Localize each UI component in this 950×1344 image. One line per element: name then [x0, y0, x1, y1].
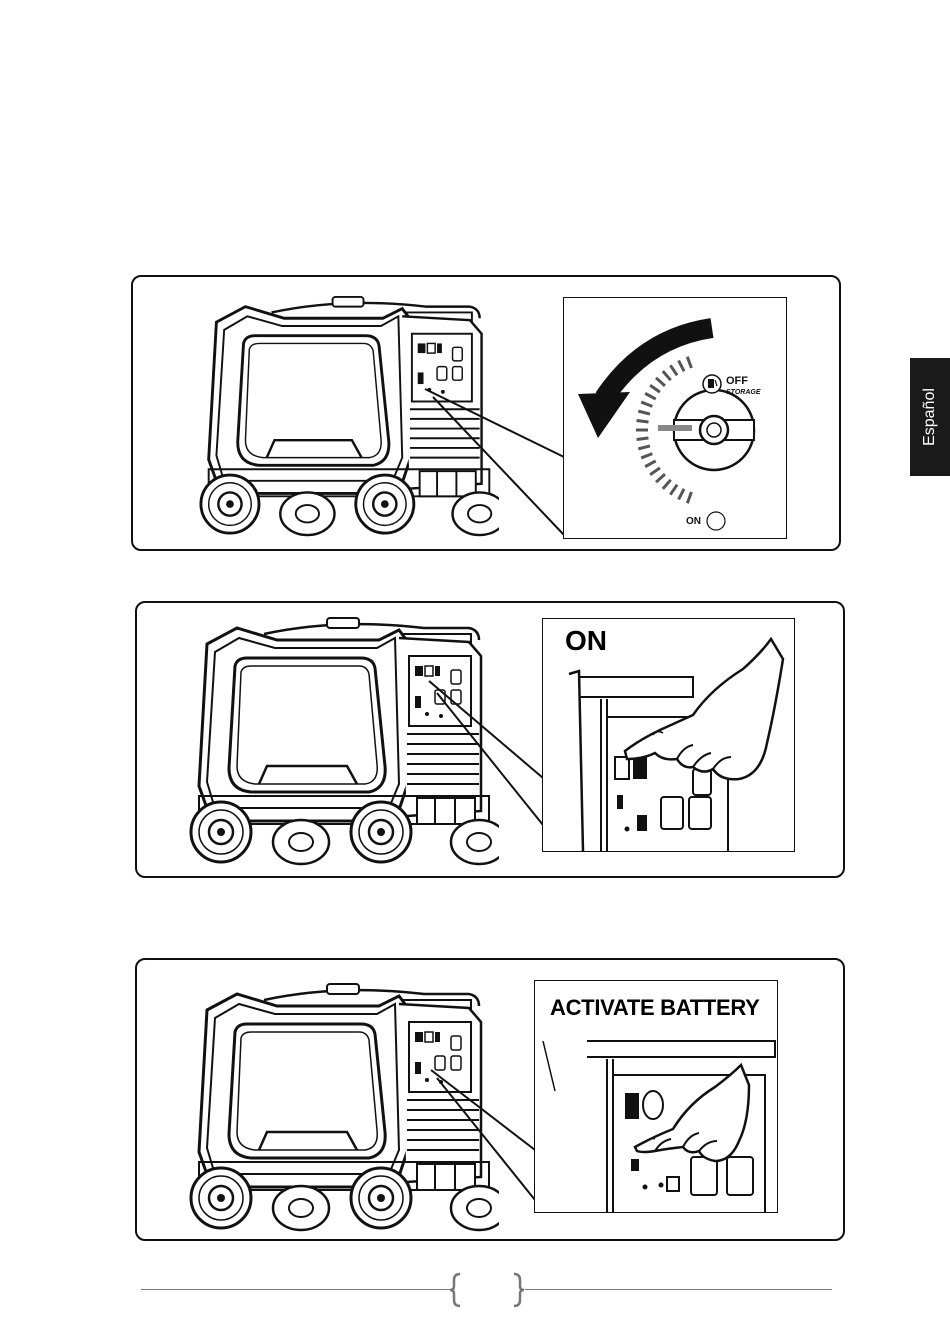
dial-tick [687, 492, 691, 503]
dial-tick [679, 489, 684, 500]
dial-tick [663, 480, 671, 489]
generator-illustration [189, 976, 499, 1238]
fuel-pump-icon [703, 375, 721, 393]
generator-illustration [189, 611, 499, 871]
footer-rule-right [525, 1289, 832, 1290]
dial-tick [663, 371, 671, 380]
dial-tick [641, 402, 652, 406]
generator-illustration [199, 291, 499, 541]
step-panel-fuel-valve: OFF STORAGE ON [131, 275, 841, 551]
dial-on-label: ON [686, 516, 701, 527]
step-panel-on-switch: ON [135, 601, 845, 878]
dial-tick [637, 420, 649, 421]
dial-off-label: OFF [726, 375, 748, 387]
fuel-valve-inset: OFF STORAGE ON [563, 297, 787, 539]
dial-tick [679, 361, 684, 372]
dial-tick [645, 393, 656, 399]
activate-battery-inset: ACTIVATE BATTERY [534, 980, 778, 1213]
dial-on-indicator [707, 512, 725, 530]
step-panel-activate-battery: ACTIVATE BATTERY [135, 958, 845, 1241]
dial-tick [638, 411, 650, 414]
dial-tick [650, 385, 660, 392]
dial-tick [687, 357, 691, 368]
language-tab: Español [910, 358, 950, 476]
on-switch-inset: ON [542, 618, 795, 852]
language-tab-label: Español [921, 388, 939, 446]
dial-tick [645, 461, 656, 467]
dial-tick [656, 378, 665, 386]
dial-tick [637, 438, 649, 439]
rotate-arrow-icon [604, 328, 712, 398]
dial-tick [670, 485, 677, 495]
dial-tick [670, 365, 677, 375]
dial-tick [638, 446, 650, 449]
page-number-bracket [448, 1272, 528, 1308]
dial-storage-label: STORAGE [726, 389, 761, 396]
dial-tick [656, 474, 665, 482]
finger-press-icon [625, 639, 783, 779]
dial-tick [641, 454, 652, 458]
dial-tick [650, 468, 660, 475]
footer-rule-left [141, 1289, 450, 1290]
